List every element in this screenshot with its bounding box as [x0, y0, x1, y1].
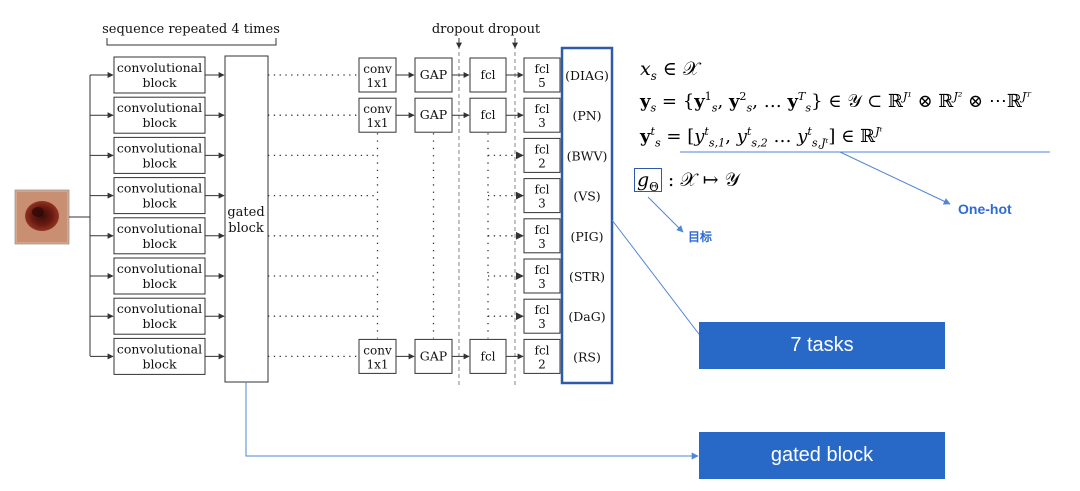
one-hot-label: One-hot — [958, 201, 1012, 217]
convolutional-block-label: convolutional — [117, 301, 202, 316]
task-fcl-label: fcl — [535, 223, 550, 237]
convolutional-block — [113, 297, 206, 335]
gap-box — [414, 57, 453, 93]
convolutional-block-label: block — [142, 196, 177, 211]
conv1x1-box — [358, 338, 397, 374]
gap-box — [414, 338, 453, 374]
formula-y-set: ys = {y1s, y2s, … yTs} ∈ 𝒴 ⊂ ℝJ¹ ⊗ ℝJ² ⊗… — [640, 90, 1031, 115]
task-name: (STR) — [569, 269, 605, 284]
convolutional-block-label: convolutional — [117, 221, 202, 236]
convolutional-block-label: convolutional — [117, 261, 202, 276]
task-fcl-box — [523, 218, 561, 254]
convolutional-block — [113, 177, 206, 215]
conv1x1-label: 1x1 — [366, 357, 388, 371]
conv1x1-label: 1x1 — [366, 76, 388, 90]
task-class-count: 5 — [538, 76, 546, 90]
formula-x-domain: xs ∈ 𝒳 — [640, 58, 700, 83]
task-fcl-label: fcl — [535, 102, 550, 116]
task-name: (BWV) — [567, 148, 608, 163]
task-fcl-label: fcl — [535, 303, 550, 317]
convolutional-block-label: convolutional — [117, 100, 202, 115]
conv1x1-label: conv — [363, 102, 392, 116]
tasks-callout-arrow — [611, 219, 706, 343]
gated-block-label-line1: gated — [227, 205, 264, 220]
task-class-count: 3 — [538, 116, 546, 130]
gap-label: GAP — [420, 67, 447, 82]
task-fcl-box — [523, 298, 561, 334]
task-name: (PIG) — [570, 229, 603, 244]
convolutional-block-label: block — [142, 75, 177, 90]
task-fcl-box — [523, 258, 561, 294]
gated-block — [224, 55, 269, 383]
gated-callout-arrow — [245, 382, 699, 460]
formula-mapping: gΘ : 𝒳 ↦ 𝒴 — [634, 168, 740, 193]
tasks-callout: 7 tasks — [699, 322, 945, 369]
task-class-count: 2 — [538, 357, 546, 371]
conv1x1-label: conv — [363, 62, 392, 76]
convolutional-block-label: block — [142, 356, 177, 371]
dropout-label: dropout dropout — [432, 22, 541, 37]
task-class-count: 3 — [538, 317, 546, 331]
task-fcl-label: fcl — [535, 183, 550, 197]
convolutional-block — [113, 257, 206, 295]
convolutional-block-label: block — [142, 115, 177, 130]
fcl-label: fcl — [481, 108, 496, 122]
gated-block-callout: gated block — [699, 432, 945, 479]
convolutional-block — [113, 56, 206, 94]
target-arrow — [647, 196, 684, 233]
task-fcl-box — [523, 57, 561, 93]
convolutional-block-label: convolutional — [117, 140, 202, 155]
sequence-label: sequence repeated 4 times — [102, 22, 280, 37]
sequence-bracket — [106, 38, 277, 46]
fcl-label: fcl — [481, 68, 496, 82]
task-fcl-label: fcl — [535, 343, 550, 357]
formula-y-task: yts = [yts,1, yts,2 … yts,Jᵗ] ∈ ℝJᵗ — [640, 125, 883, 150]
task-fcl-box — [523, 178, 561, 214]
task-fcl-box — [523, 97, 561, 133]
task-class-count: 3 — [538, 197, 546, 211]
task-name: (PN) — [572, 108, 601, 123]
convolutional-block — [113, 217, 206, 255]
conv1x1-label: conv — [363, 343, 392, 357]
conv1x1-box — [358, 97, 397, 133]
task-name: (DIAG) — [565, 68, 609, 83]
task-name: (DaG) — [568, 309, 605, 324]
task-fcl-label: fcl — [535, 142, 550, 156]
gap-box — [414, 97, 453, 133]
gated-block-label-line2: block — [228, 221, 264, 236]
gap-label: GAP — [420, 348, 447, 363]
fcl-label: fcl — [481, 349, 496, 363]
convolutional-block-label: block — [142, 316, 177, 331]
fcl-box — [469, 57, 507, 93]
task-class-count: 3 — [538, 237, 546, 251]
convolutional-block-label: convolutional — [117, 341, 202, 356]
convolutional-block-label: block — [142, 155, 177, 170]
one-hot-arrow — [839, 151, 951, 205]
task-name: (RS) — [573, 349, 601, 364]
g-theta-box: gΘ — [634, 168, 662, 193]
task-fcl-label: fcl — [535, 263, 550, 277]
task-fcl-label: fcl — [535, 62, 550, 76]
skin-lesion-image — [14, 189, 70, 245]
convolutional-block-label: block — [142, 236, 177, 251]
task-fcl-box — [523, 137, 561, 173]
convolutional-block-label: block — [142, 276, 177, 291]
convolutional-block-label: convolutional — [117, 60, 202, 75]
target-label: 目标 — [688, 230, 713, 244]
convolutional-block-label: convolutional — [117, 181, 202, 196]
task-class-count: 2 — [538, 156, 546, 170]
task-output-box — [560, 46, 614, 385]
task-name: (VS) — [573, 189, 600, 204]
task-class-count: 3 — [538, 277, 546, 291]
task-fcl-box — [523, 338, 561, 374]
gap-label: GAP — [420, 107, 447, 122]
convolutional-block — [113, 96, 206, 134]
fcl-box — [469, 97, 507, 133]
conv1x1-label: 1x1 — [366, 116, 388, 130]
